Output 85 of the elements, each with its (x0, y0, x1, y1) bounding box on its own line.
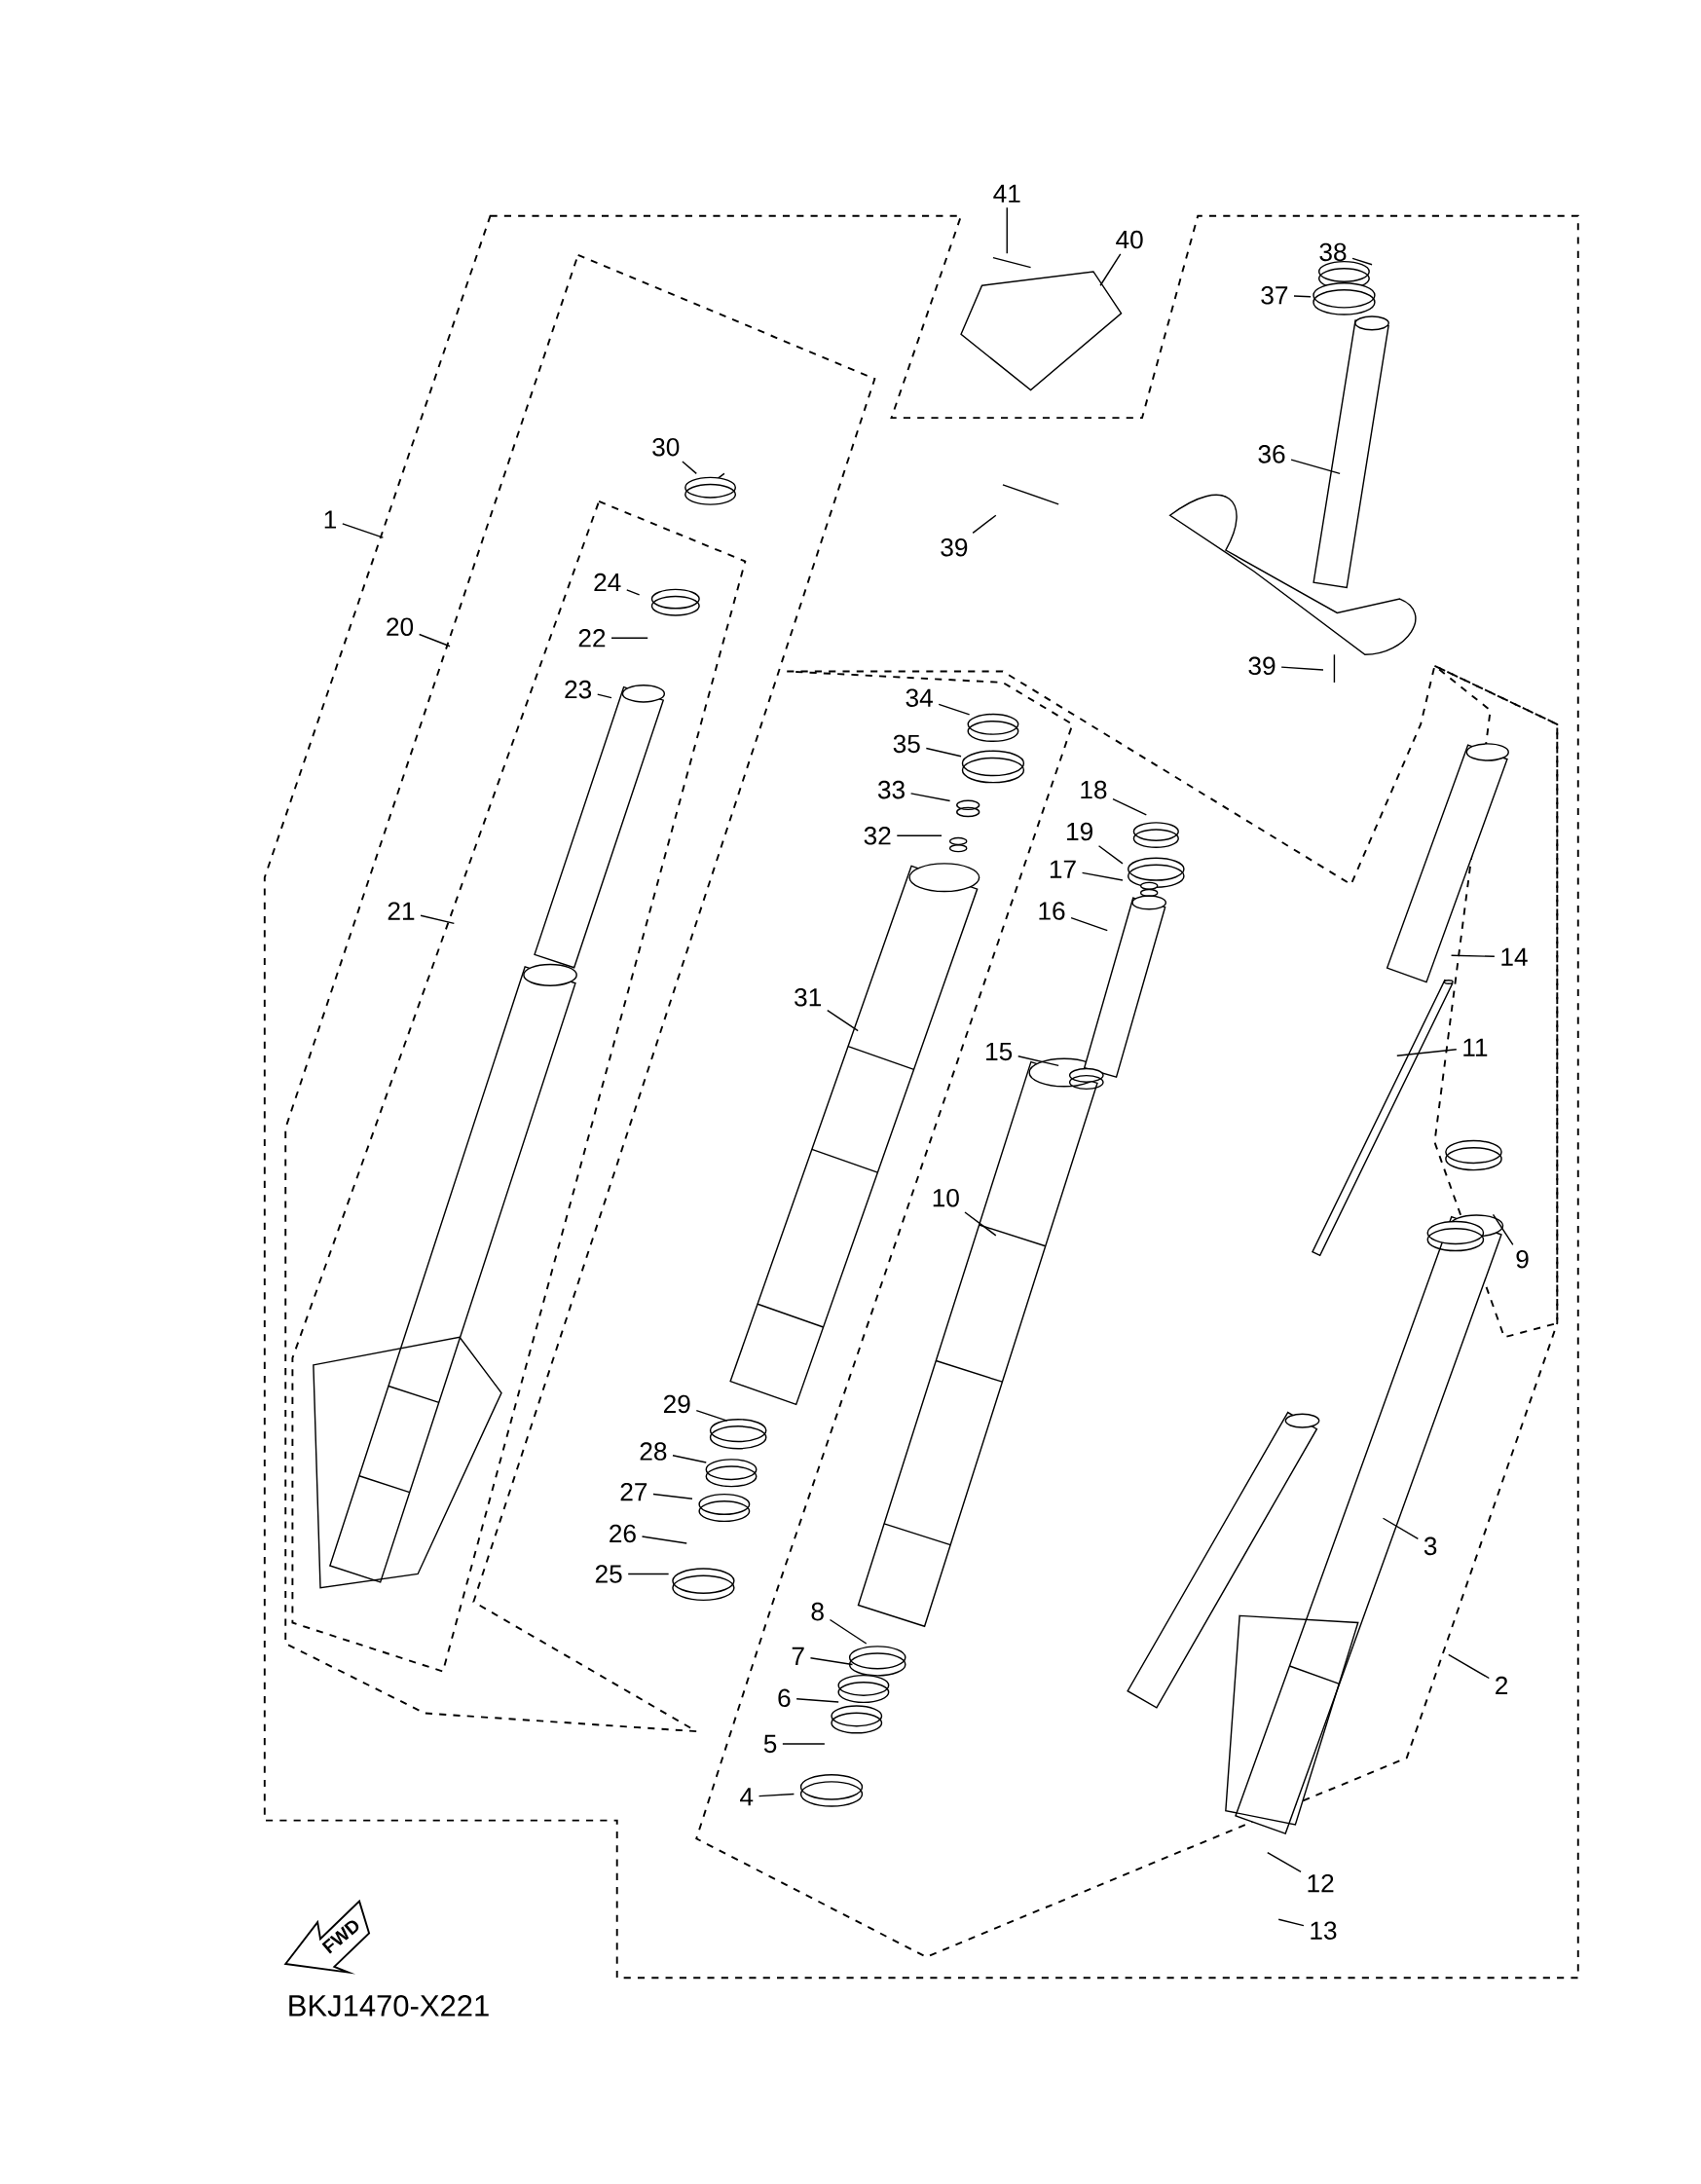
callout-number: 8 (811, 1602, 825, 1621)
leader-line (1277, 1918, 1305, 1927)
callout-number: 4 (740, 1788, 754, 1806)
callout-number: 40 (1116, 230, 1143, 249)
callout-number: 12 (1308, 1873, 1334, 1893)
leader-line (1448, 1653, 1491, 1680)
leader-line (910, 793, 951, 802)
leader-line (896, 834, 943, 836)
callout-number: 22 (578, 629, 606, 648)
callout-number: 5 (764, 1734, 777, 1754)
leader-line (925, 747, 962, 758)
leader-line (682, 461, 698, 475)
callout-number: 18 (1081, 780, 1107, 799)
leader-line (1396, 1049, 1458, 1057)
leader-line (1290, 459, 1342, 475)
leader-line (419, 633, 451, 648)
callout-number: 10 (933, 1188, 960, 1207)
callout-number: 39 (941, 537, 968, 557)
callout-number: 3 (1424, 1536, 1437, 1556)
leader-line (610, 637, 649, 639)
callout-number: 16 (1039, 902, 1065, 920)
callout-number: 30 (652, 437, 680, 457)
leader-line (1267, 1851, 1302, 1873)
callout-number: 9 (1516, 1249, 1529, 1269)
callout-number: 14 (1501, 947, 1528, 966)
leader-line (1492, 1213, 1514, 1246)
leader-line (672, 1455, 708, 1463)
leader-line (758, 1793, 795, 1797)
leader-line (1098, 845, 1124, 865)
leader-line (1070, 916, 1109, 932)
callout-number: 28 (640, 1442, 667, 1461)
callout-number: 23 (565, 680, 592, 699)
callout-number: 20 (387, 617, 414, 636)
callout-number: 39 (1248, 656, 1276, 676)
callout-number: 1 (324, 510, 337, 529)
callout-number: 19 (1067, 822, 1093, 841)
callout-number: 34 (906, 688, 934, 707)
leader-line (1382, 1517, 1420, 1540)
leader-line (627, 1573, 670, 1575)
callout-number: 2 (1496, 1676, 1508, 1695)
leader-line (1293, 295, 1312, 298)
leader-line (827, 1009, 860, 1032)
callout-number: 25 (596, 1565, 622, 1583)
leader-line (652, 1493, 693, 1499)
leader-line (1099, 253, 1122, 286)
leader-line (795, 1698, 840, 1703)
drawing-number: BKJ1470-X221 (289, 1994, 489, 2017)
callout-number: 15 (986, 1042, 1013, 1061)
callout-number: 38 (1319, 242, 1347, 262)
leader-line (1351, 257, 1373, 266)
callout-number: 36 (1258, 445, 1285, 463)
leader-line (782, 1743, 826, 1745)
leader-line (1280, 666, 1324, 671)
leader-line (641, 1536, 688, 1544)
callout-number: 32 (864, 827, 891, 845)
callout-number: 27 (620, 1482, 647, 1501)
callout-number: 24 (594, 573, 621, 592)
callout-number: 17 (1051, 860, 1076, 878)
leader-line (342, 523, 385, 538)
leader-line (1082, 871, 1124, 881)
leader-line (1017, 1055, 1060, 1067)
callout-number: 21 (388, 902, 415, 920)
callout-number: 37 (1261, 286, 1288, 305)
callout-number: 6 (778, 1688, 791, 1708)
callout-number: 13 (1311, 1921, 1337, 1940)
leader-line (626, 589, 641, 596)
leader-line (420, 914, 456, 925)
leader-line (964, 1211, 997, 1237)
callout-number: 11 (1463, 1038, 1488, 1056)
callout-number: 33 (878, 780, 906, 799)
leader-line (809, 1657, 854, 1666)
callout-number: 31 (795, 988, 822, 1007)
leader-line (597, 693, 612, 699)
leader-line (1006, 206, 1009, 255)
leader-line (1112, 797, 1148, 816)
leader-line (1451, 954, 1496, 957)
callout-number: 35 (893, 734, 920, 754)
callout-number: 29 (664, 1394, 690, 1414)
leader-line (972, 514, 997, 535)
leader-line (938, 703, 971, 716)
callout-number: 7 (792, 1647, 804, 1665)
callout-number: 26 (610, 1524, 637, 1543)
callout-number: 41 (993, 184, 1020, 203)
leader-line (695, 1409, 728, 1422)
leader-line (829, 1618, 868, 1645)
